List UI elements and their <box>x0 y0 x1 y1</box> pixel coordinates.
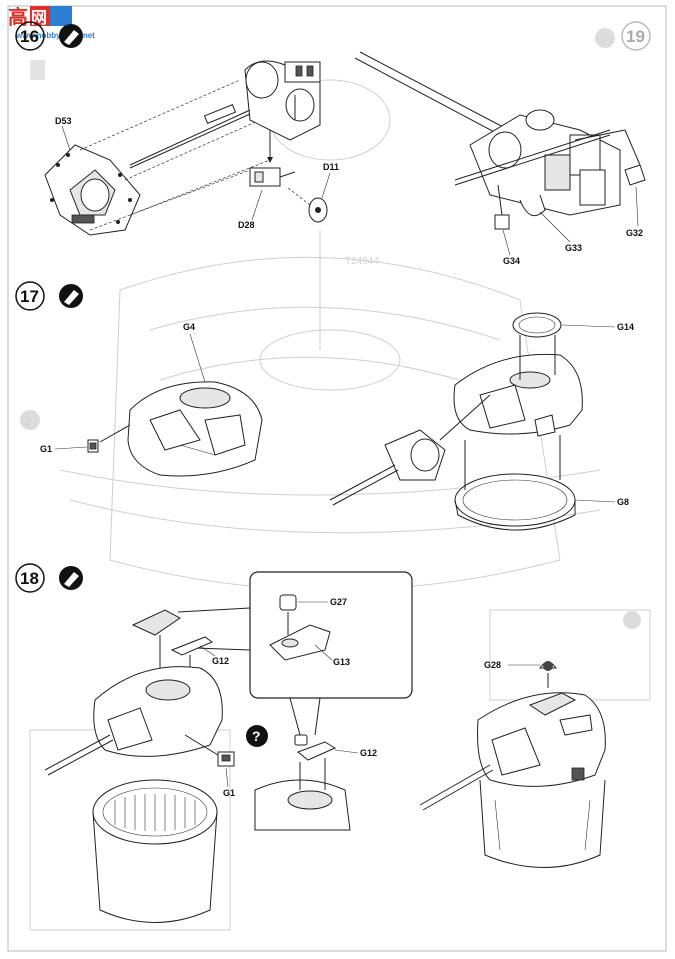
part-g8-ring <box>454 473 576 531</box>
step-18: 18 G27 G13 <box>15 563 606 923</box>
question-mark-icon: ? <box>246 725 268 747</box>
label-g14: G14 <box>617 322 634 332</box>
part-g33 <box>519 194 546 217</box>
part-g27 <box>279 594 297 611</box>
label-g12-a: G12 <box>212 656 229 666</box>
part-g1-step17 <box>87 439 99 453</box>
step-19-number: 19 <box>626 27 645 46</box>
label-g32: G32 <box>626 228 643 238</box>
glue-tube-icon <box>59 284 83 308</box>
step-17-number: 17 <box>20 287 39 306</box>
label-g33: G33 <box>565 243 582 253</box>
watermark-cn2: 网 <box>31 9 47 27</box>
part-g32 <box>624 164 646 186</box>
part-g12-hatch-a <box>170 636 214 656</box>
label-g4: G4 <box>183 322 195 332</box>
label-d53: D53 <box>55 116 72 126</box>
part-g1-step18 <box>217 751 235 767</box>
step-18-number: 18 <box>20 569 39 588</box>
part-d28 <box>249 167 296 187</box>
step-17: 17 G4 G1 <box>15 281 634 531</box>
part-g14-ring <box>512 312 562 338</box>
ghost-step-circle <box>20 410 40 430</box>
label-d11: D11 <box>323 162 339 172</box>
part-g34 <box>494 184 510 230</box>
ammo-rack <box>114 794 196 831</box>
turret-detail-middle <box>254 734 351 831</box>
glue-tube-icon <box>59 566 83 590</box>
label-g28: G28 <box>484 660 501 670</box>
gun-assembly-step17 <box>329 429 446 506</box>
part-g12-hatch-b <box>296 741 337 761</box>
step-16: 16 D53 <box>15 21 339 236</box>
ghost-step-num: 2 <box>25 414 32 428</box>
step-16-number: 16 <box>20 27 39 46</box>
svg-text:?: ? <box>252 728 261 744</box>
step-19-circle <box>621 21 651 51</box>
label-g27: G27 <box>330 597 347 607</box>
label-g1-step17: G1 <box>40 444 52 454</box>
part-g27-placed <box>294 734 308 746</box>
step-16-circle <box>15 21 45 51</box>
label-g13: G13 <box>333 657 350 667</box>
turret-assembly-left <box>44 666 223 776</box>
ghost-serial: T24944 <box>345 256 379 267</box>
gun-breech-assembly <box>129 60 321 169</box>
label-g12-b: G12 <box>360 748 377 758</box>
gun-cradle-assembly <box>454 109 621 216</box>
part-d53 <box>44 144 141 236</box>
watermark-cn: 高 <box>8 5 28 29</box>
watermark: 高 网 www.hobbyscale.net <box>8 5 95 40</box>
part-g28 <box>539 661 557 671</box>
part-g13 <box>269 624 331 661</box>
part-g4-turret <box>127 381 263 477</box>
watermark-url: www.hobbyscale.net <box>15 31 95 40</box>
label-g8: G8 <box>617 497 629 507</box>
step-18-circle <box>15 563 45 593</box>
page-frame <box>7 5 667 952</box>
label-g34: G34 <box>503 256 520 266</box>
step-17-circle <box>15 281 45 311</box>
turret-assembly-final <box>419 692 606 868</box>
step-19: 19 G32 G33 <box>354 21 651 266</box>
hull-ring-ammo <box>92 779 218 923</box>
label-d28: D28 <box>238 220 255 230</box>
glue-tube-icon <box>59 24 83 48</box>
hatch-cover-1 <box>131 609 181 636</box>
turret-assembly-step17 <box>453 353 583 437</box>
part-d11 <box>308 197 328 223</box>
label-g1-step18: G1 <box>223 788 235 798</box>
